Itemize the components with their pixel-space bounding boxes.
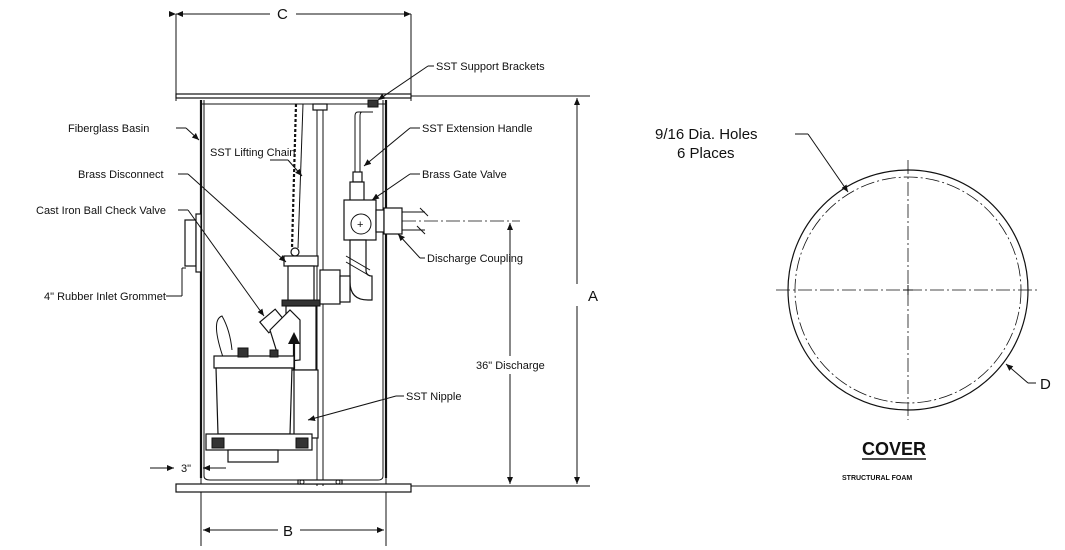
callout-sst-nipple: SST Nipple [307, 391, 461, 422]
pump-part [205, 315, 319, 463]
callout-lifting-chain: SST Lifting Chain [210, 147, 303, 177]
inlet-grommet-part [184, 213, 202, 273]
dimension-discharge: 36" Discharge [476, 223, 545, 484]
dimension-c: C [169, 6, 411, 23]
callout-support-brackets-text: SST Support Brackets [436, 61, 545, 73]
callout-brass-gate-valve-text: Brass Gate Valve [422, 169, 507, 181]
callout-extension-handle-text: SST Extension Handle [422, 123, 532, 135]
callout-fiberglass-basin: Fiberglass Basin [68, 123, 200, 141]
cover-holes-line2: 6 Places [677, 145, 735, 162]
callout-support-brackets: SST Support Brackets [377, 61, 545, 101]
gate-valve-part: + [319, 199, 429, 305]
callout-sst-nipple-text: SST Nipple [406, 391, 461, 403]
dimension-b: B [200, 492, 387, 546]
dimension-a-label: A [588, 288, 598, 305]
cover-title: COVER [862, 439, 926, 459]
basin-side-view [175, 14, 412, 493]
callout-inlet-grommet-text: 4" Rubber Inlet Grommet [44, 291, 166, 303]
cover-holes-line1: 9/16 Dia. Holes [655, 126, 758, 143]
callout-check-valve: Cast Iron Ball Check Valve [36, 205, 265, 317]
cover-subtitle: STRUCTURAL FOAM [842, 475, 912, 482]
callout-brass-disconnect-text: Brass Disconnect [78, 169, 164, 181]
callout-brass-disconnect: Brass Disconnect [78, 169, 287, 263]
dimension-c-label: C [277, 6, 288, 23]
callout-brass-gate-valve: Brass Gate Valve [371, 169, 507, 201]
dimension-clearance: 3" [150, 463, 226, 475]
discharge-height-label: 36" Discharge [476, 360, 545, 372]
callout-discharge-coupling: Discharge Coupling [397, 233, 523, 265]
callout-discharge-coupling-text: Discharge Coupling [427, 253, 523, 265]
dimension-a: A [411, 95, 598, 487]
dimension-b-label: B [283, 523, 293, 540]
clearance-label: 3" [181, 463, 191, 475]
lifting-chain-part [290, 103, 304, 257]
extension-handle-part [349, 99, 384, 203]
dimension-d-label: D [1040, 376, 1051, 393]
callout-lifting-chain-text: SST Lifting Chain [210, 147, 295, 159]
svg-text:+: + [357, 219, 363, 231]
callout-inlet-grommet: 4" Rubber Inlet Grommet [44, 267, 186, 303]
cover-view: 9/16 Dia. Holes 6 Places D COVER STRUCTU… [655, 126, 1051, 482]
callout-check-valve-text: Cast Iron Ball Check Valve [36, 205, 166, 217]
callout-fiberglass-basin-text: Fiberglass Basin [68, 123, 149, 135]
callout-extension-handle: SST Extension Handle [363, 123, 532, 167]
